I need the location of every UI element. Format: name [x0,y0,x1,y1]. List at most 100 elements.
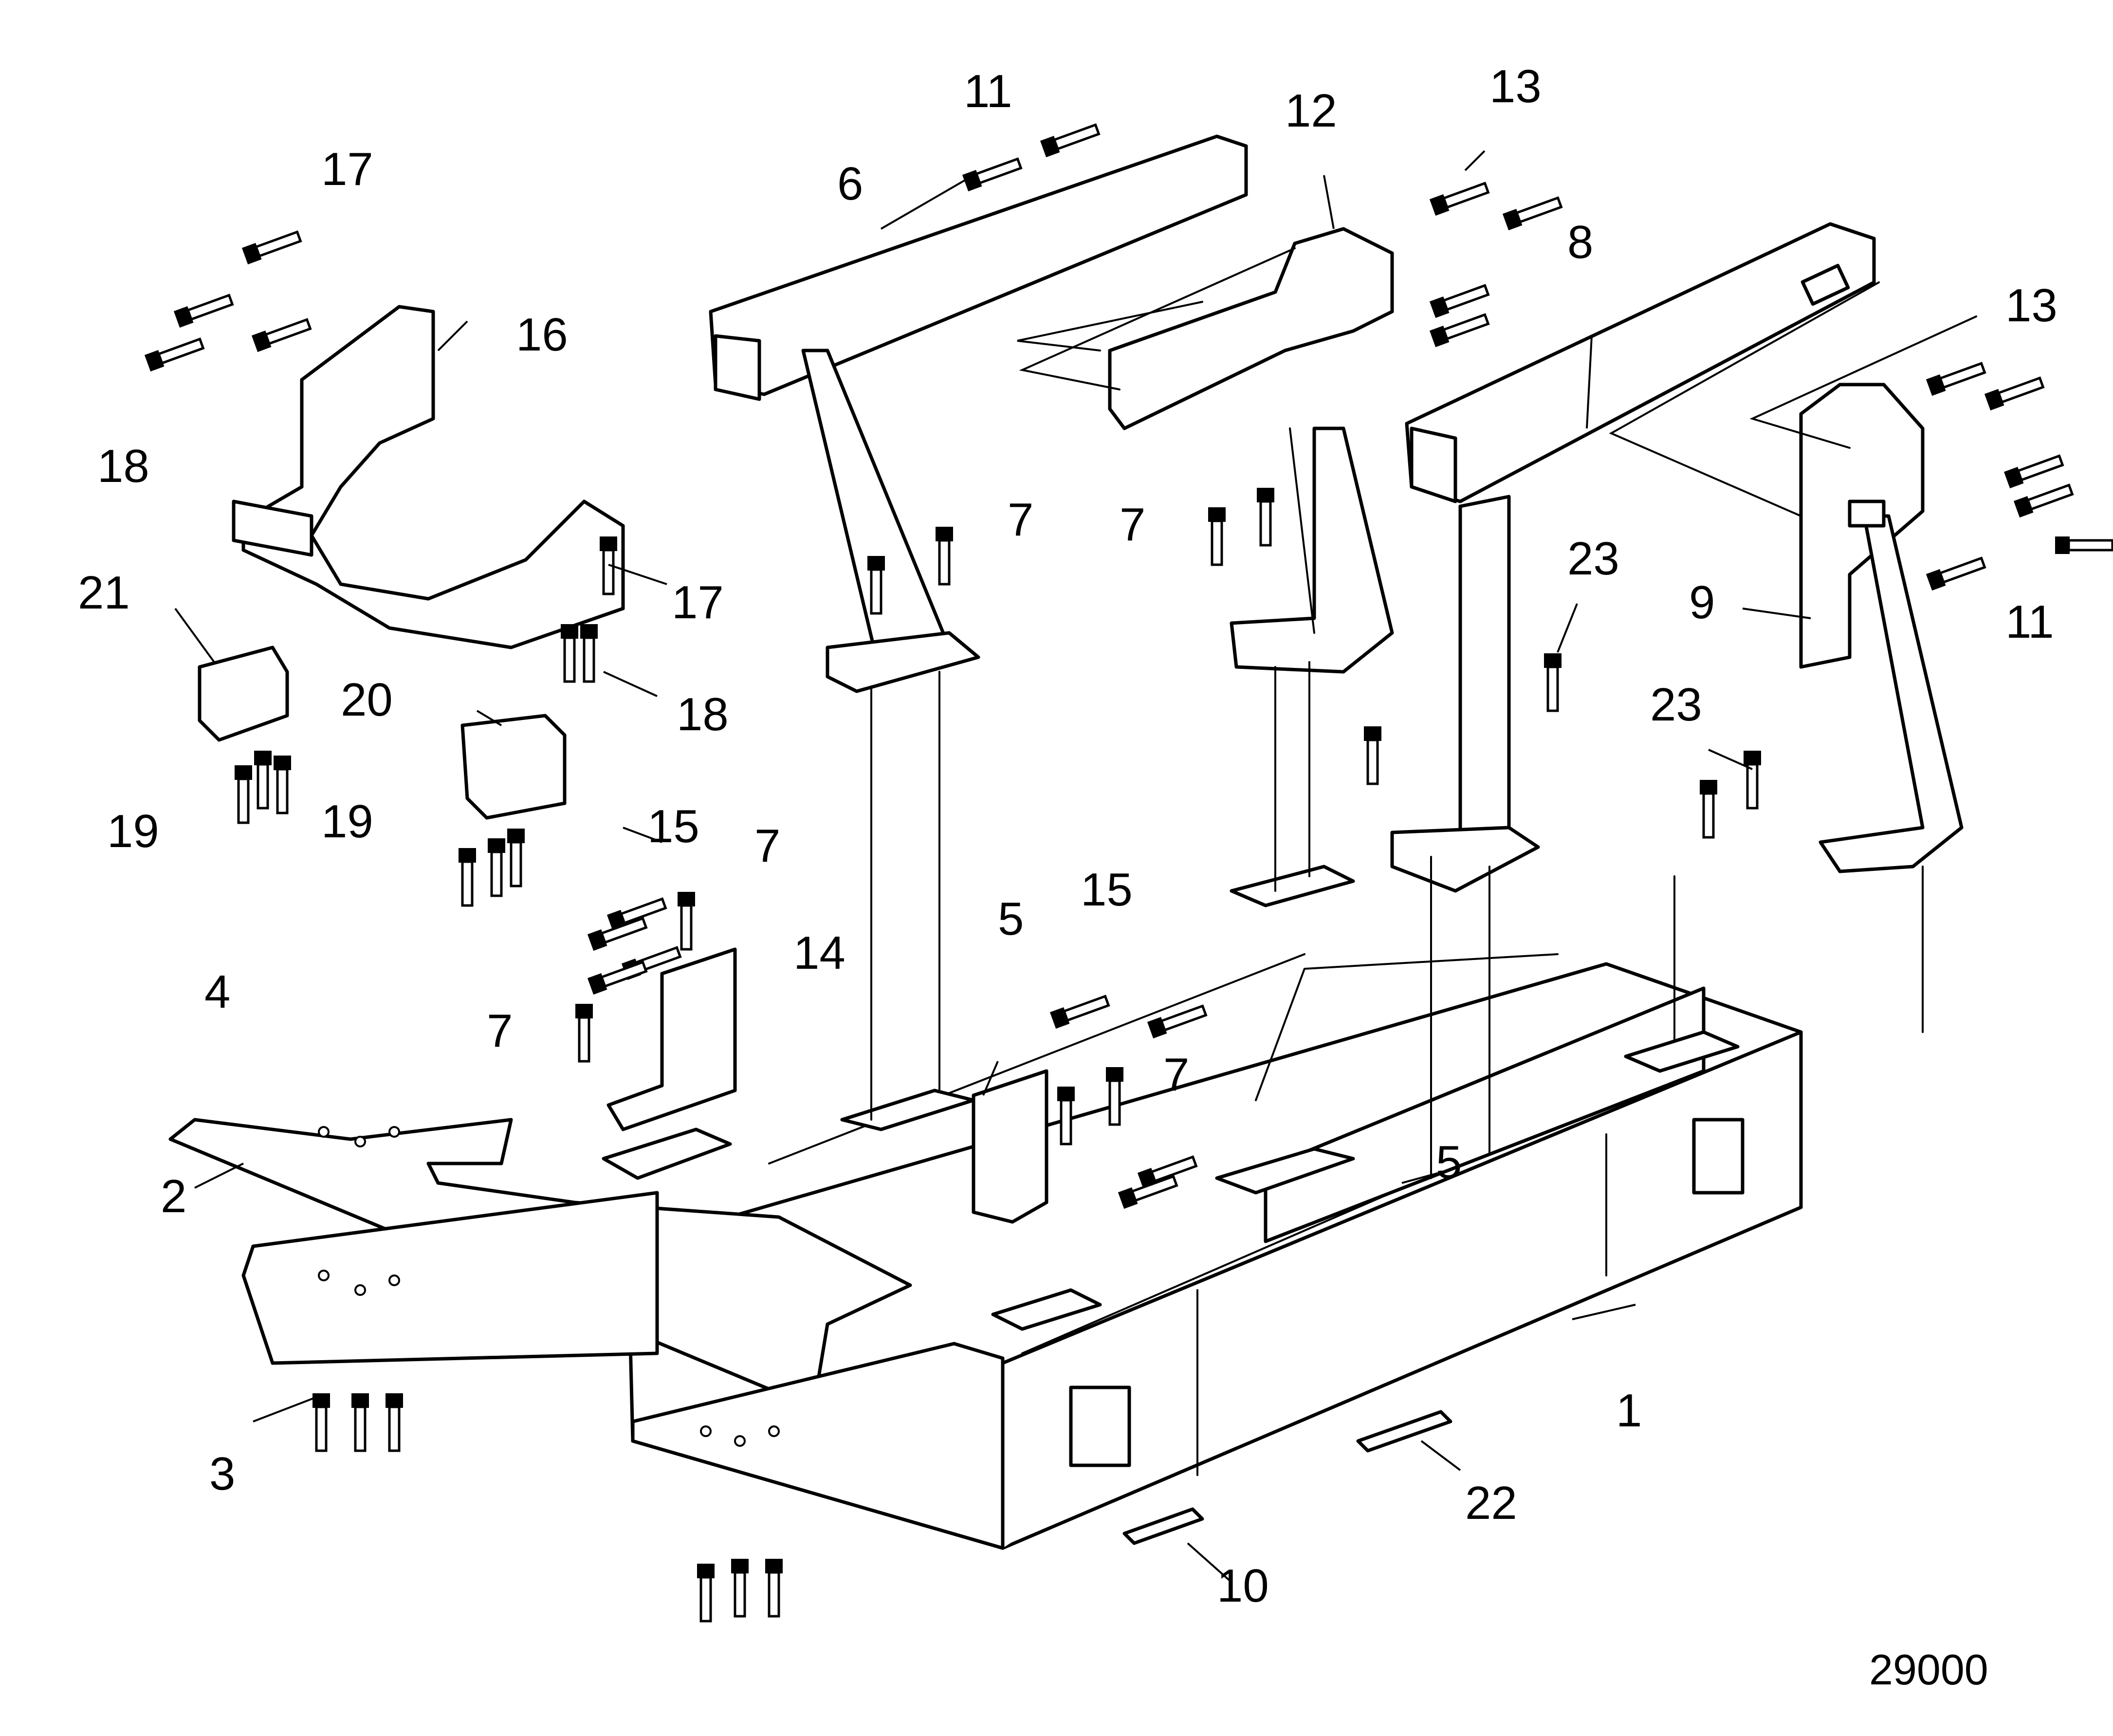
bolt-icon [1257,488,1274,547]
bolt-icon [2055,536,2113,554]
bolt-icon [1049,995,1110,1029]
bracket-plate-part [1108,227,1394,674]
callout-18a: 18 [97,440,149,492]
callout-23b: 23 [1650,679,1702,731]
callout-14: 14 [793,927,845,979]
bolt-icon [1429,313,1490,348]
callout-23a: 23 [1567,533,1619,585]
callout-17a: 17 [321,143,373,195]
callout-labels: 1 2 3 4 5 5 6 7 7 7 7 7 8 9 10 11 11 12 … [78,60,2058,1694]
bolt-icon [241,230,302,265]
callout-20: 20 [341,674,393,726]
center-bracket-part [972,1069,1048,1224]
callout-13a: 13 [1489,60,1542,112]
callout-11b: 11 [2005,596,2054,648]
bolt-icon [2003,454,2064,489]
bolt-icon [1926,556,1986,591]
bolt-icon [1429,284,1490,318]
bolt-icon [575,1004,593,1063]
callout-7e: 7 [1163,1049,1189,1101]
bolt-icon [1040,123,1101,158]
bolt-icon [459,848,476,907]
assembly-lines [870,247,1977,1179]
callout-15b: 15 [1081,864,1133,916]
corner-bracket-part [606,947,737,1131]
mounting-plate-part [168,1118,1005,1550]
bolt-icon [351,1393,369,1452]
bolt-icon [765,1559,783,1618]
callout-7b: 7 [1120,499,1145,551]
side-bracket-part [1799,383,1964,873]
callout-6: 6 [837,158,863,210]
bolt-icon [1502,196,1563,231]
bolt-icon [697,1564,715,1623]
bolt-icon [867,556,885,615]
bolt-icon [587,960,648,995]
clip-part-10 [1122,1507,1204,1545]
bolt-icon [1364,726,1381,785]
bolt-icon [1057,1087,1075,1145]
bolt-icon [1118,1175,1178,1209]
bolt-icon [962,157,1023,192]
engine-mount-cradle-part [232,305,625,649]
callout-15a: 15 [647,800,699,852]
bolt-icon [1147,1004,1208,1039]
leader-lines [174,150,1811,1583]
bolt-icon [1926,362,1986,396]
bolt-icon [488,838,505,897]
callout-13b: 13 [2005,279,2058,332]
fastener-group [144,123,2113,1623]
bolt-icon [678,892,695,951]
bolt-icon [587,917,648,951]
bolt-icon [254,751,272,810]
left-gantry-beam-part [709,134,1248,693]
callout-17b: 17 [672,576,724,628]
bolt-icon [144,337,205,372]
drawing-reference-number: 29000 [1869,1645,1988,1694]
bolt-icon [731,1559,749,1618]
callout-19a: 19 [107,805,159,857]
clip-part-22 [1356,1410,1452,1453]
bolt-icon [251,318,312,352]
callout-9: 9 [1689,576,1715,628]
bolt-icon [1429,182,1490,216]
bolt-icon [274,756,291,814]
right-gantry-beam-part [1390,222,1876,893]
callout-1: 1 [1616,1385,1642,1437]
callout-3: 3 [209,1448,235,1500]
bolt-icon [1744,751,1761,810]
bolt-icon [1984,376,2045,411]
bolt-icon [936,527,953,586]
callout-21: 21 [78,567,130,619]
callout-18b: 18 [677,688,729,740]
bolt-icon [561,624,578,683]
bolt-icon [1208,507,1226,566]
bolt-icon [235,765,252,824]
callout-5b: 5 [1436,1136,1462,1188]
bolt-icon [1544,653,1562,712]
plate-holes [318,1126,780,1447]
callout-16: 16 [516,309,568,361]
callout-4: 4 [204,966,230,1018]
callout-7d: 7 [487,1005,513,1057]
mount-bracket-part-20 [460,714,567,820]
callout-22: 22 [1465,1477,1517,1529]
callout-12: 12 [1285,85,1337,137]
bolt-icon [507,829,525,887]
callout-19b: 19 [321,795,373,848]
bolt-icon [580,624,598,683]
callout-7a: 7 [1008,494,1033,546]
spacer-pads-part [602,865,1740,1331]
bolt-icon [1106,1067,1123,1126]
mount-bracket-part-21 [198,646,289,742]
bolt-icon [600,536,617,595]
callout-8: 8 [1567,216,1593,268]
callout-11a: 11 [964,65,1012,117]
bolt-icon [1700,780,1717,839]
bolt-icon [386,1393,403,1452]
bolt-icon [173,294,234,328]
callout-10: 10 [1217,1560,1269,1612]
callout-5a: 5 [998,893,1024,945]
callout-7c: 7 [754,820,780,872]
